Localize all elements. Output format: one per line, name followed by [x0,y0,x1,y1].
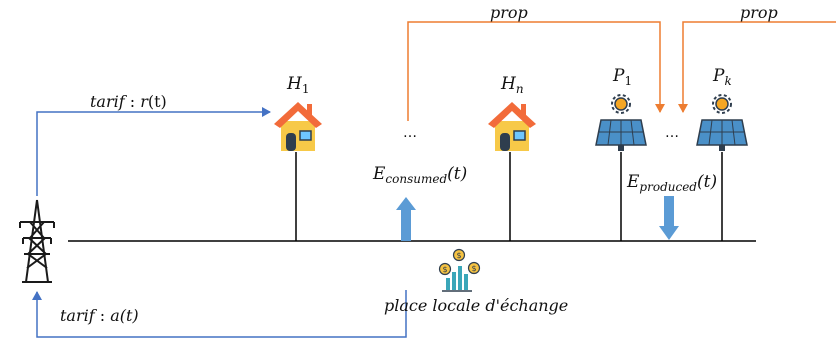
tariff-r-word: tarif [90,92,125,111]
e-consumed-label: Econsumed(t) [373,164,468,186]
tariff-a-label: tarif : a(t) [60,308,139,324]
consumed-up-arrow [396,197,416,241]
tariff-r-label: tarif : r(t) [90,94,167,110]
produced-down-arrow [659,196,679,240]
h1-base: H [287,74,302,94]
tariff-a-arrow [32,290,407,338]
pk-base: P [713,66,725,86]
ellipsis-houses: … [403,125,417,141]
e-consumed-base: E [373,164,386,184]
power-tower-icon [19,199,55,283]
p1-base: P [613,66,625,86]
prop-1-text: prop [490,3,528,22]
tariff-r-fn: r [140,92,148,111]
prop-2-text: prop [740,3,778,22]
h1-label: H1 [287,74,310,96]
pk-sub: k [724,74,732,88]
svg-text:$: $ [442,265,447,274]
prop-label-1: prop [490,5,528,21]
svg-text:$: $ [456,251,461,260]
hn-base: H [501,74,516,94]
solar-panel-icon-pk [696,94,748,151]
marketplace-text: place locale d'échange [384,296,569,315]
e-produced-base: E [627,172,640,192]
prop-arrow-1 [407,21,665,121]
e-produced-sub: produced [639,180,697,194]
solar-panel-icon-p1 [595,94,647,151]
h1-sub: 1 [301,82,310,96]
e-produced-arg: (t) [696,172,718,192]
prop-label-2: prop [740,5,778,21]
house-icon-h1 [274,102,322,151]
e-consumed-sub: consumed [385,172,448,186]
tariff-a-word: tarif [60,306,95,325]
prop-arrow-2 [678,21,836,113]
tariff-r-arg: (t) [147,92,167,111]
tariff-r-arrow [36,107,271,196]
hn-sub: n [515,82,524,96]
svg-text:$: $ [471,264,476,273]
marketplace-label: place locale d'échange [384,298,568,314]
tariff-a-fn: a(t) [110,306,139,325]
house-icon-hn [488,102,536,151]
pk-label: Pk [713,66,732,88]
coins-chart-icon: $ $ $ [438,248,481,292]
ellipsis-producers: … [665,125,679,141]
e-produced-label: Eproduced(t) [627,172,718,194]
p1-sub: 1 [624,74,633,88]
tariff-a-sep: : [94,306,111,325]
e-consumed-arg: (t) [447,164,468,184]
p1-label: P1 [613,66,633,88]
hn-label: Hn [501,74,524,96]
tariff-r-sep: : [124,92,141,111]
